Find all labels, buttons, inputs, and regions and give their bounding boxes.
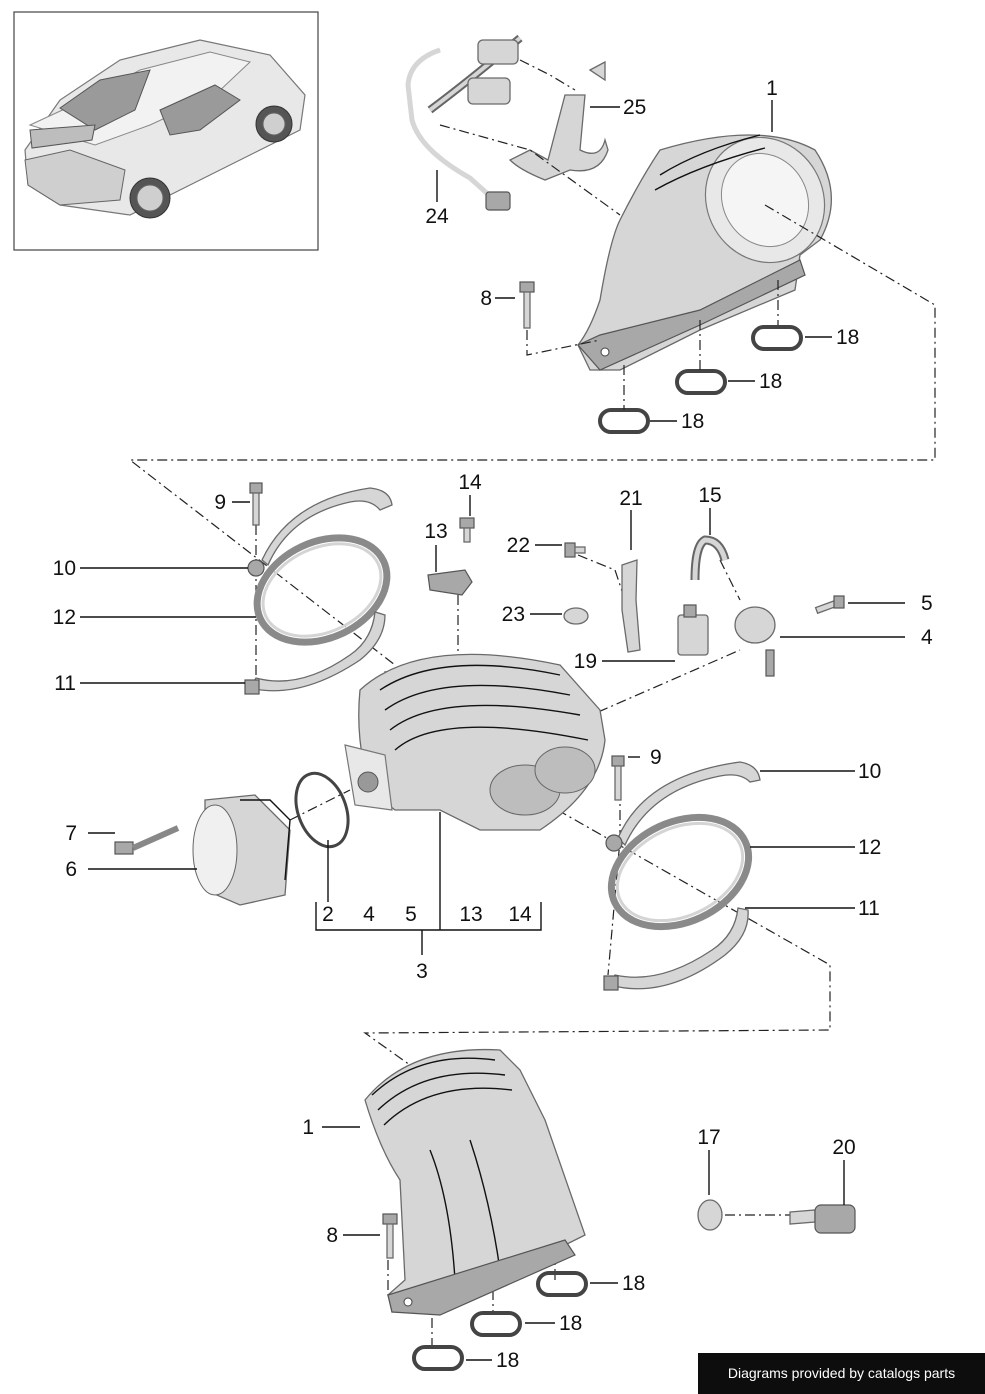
callout-1-bottom: 1 bbox=[302, 1116, 314, 1139]
callout-18-b: 18 bbox=[759, 370, 782, 393]
assembly-3-member-2: 2 bbox=[322, 903, 334, 926]
callout-19: 19 bbox=[574, 650, 597, 673]
callout-18-e: 18 bbox=[559, 1312, 582, 1335]
bolt-8-bottom bbox=[382, 1213, 398, 1259]
clamp-band-left bbox=[247, 487, 393, 577]
screw-5 bbox=[814, 595, 845, 615]
callout-3: 3 bbox=[416, 960, 428, 983]
bracket-21 bbox=[621, 559, 641, 653]
callout-25: 25 bbox=[623, 96, 646, 119]
upper-intake-manifold bbox=[577, 134, 833, 371]
callout-14-top: 14 bbox=[458, 471, 482, 494]
bolt-8-top bbox=[519, 281, 535, 329]
bracket bbox=[508, 60, 609, 181]
callout-22: 22 bbox=[507, 534, 530, 557]
callout-23: 23 bbox=[502, 603, 525, 626]
bolt-9-left bbox=[249, 482, 263, 526]
callout-18-a: 18 bbox=[836, 326, 859, 349]
callout-10-left: 10 bbox=[53, 557, 76, 580]
callout-18-c: 18 bbox=[681, 410, 704, 433]
breather-hose-assembly bbox=[405, 34, 523, 211]
assembly-3-member-4: 4 bbox=[363, 903, 375, 926]
plug-17 bbox=[697, 1199, 723, 1231]
callout-24: 24 bbox=[425, 205, 449, 228]
callout-4-right: 4 bbox=[921, 626, 933, 649]
screw-14 bbox=[459, 517, 475, 543]
hose-15 bbox=[690, 535, 730, 581]
assembly-3-member-14: 14 bbox=[508, 903, 532, 926]
assembly-lines bbox=[128, 59, 936, 1350]
clamp-11-left bbox=[244, 611, 386, 695]
intake-distributor-3 bbox=[344, 653, 606, 831]
bolt-9-right bbox=[611, 755, 625, 801]
callout-9-right: 9 bbox=[650, 746, 662, 769]
clip-23 bbox=[563, 607, 589, 625]
callout-18-d: 18 bbox=[622, 1272, 645, 1295]
lower-intake-manifold bbox=[364, 1048, 586, 1316]
callout-18-f: 18 bbox=[496, 1349, 519, 1372]
callout-6: 6 bbox=[65, 858, 77, 881]
assembly-3-member-13: 13 bbox=[459, 903, 482, 926]
screw-22 bbox=[564, 542, 586, 558]
valve-19 bbox=[677, 604, 709, 656]
callout-7: 7 bbox=[65, 822, 77, 845]
leader-lines bbox=[80, 100, 905, 1361]
callout-21: 21 bbox=[619, 487, 642, 510]
screw-7 bbox=[114, 825, 180, 855]
callout-20: 20 bbox=[832, 1136, 855, 1159]
callout-11-right: 11 bbox=[858, 897, 880, 920]
callout-11-left: 11 bbox=[54, 672, 76, 695]
clamp-band-right bbox=[605, 761, 761, 852]
callout-10-right: 10 bbox=[858, 760, 881, 783]
assembly-3-bracket bbox=[315, 812, 542, 955]
clamp-11-right bbox=[603, 907, 749, 991]
callout-15: 15 bbox=[698, 484, 721, 507]
callout-1-top: 1 bbox=[766, 77, 778, 100]
o-ring-2 bbox=[294, 771, 350, 849]
callout-12-right: 12 bbox=[858, 836, 881, 859]
callout-12-left: 12 bbox=[53, 606, 76, 629]
sensor-13 bbox=[427, 569, 473, 596]
callout-labels: 1 25 24 8 18 18 18 9 14 21 15 13 22 10 1… bbox=[53, 77, 933, 1372]
callout-8-top: 8 bbox=[480, 287, 492, 310]
callout-8-bottom: 8 bbox=[326, 1224, 338, 1247]
attribution-footer: Diagrams provided by catalogs parts bbox=[698, 1353, 985, 1394]
assembly-3-member-5: 5 bbox=[405, 903, 417, 926]
callout-5-right: 5 bbox=[921, 592, 933, 615]
ring-12-right bbox=[607, 813, 753, 931]
callout-13-top: 13 bbox=[424, 520, 447, 543]
callout-9-left: 9 bbox=[214, 491, 226, 514]
vehicle-thumbnail bbox=[13, 11, 319, 251]
vacuum-unit-4 bbox=[734, 606, 776, 677]
sensor-20 bbox=[789, 1204, 856, 1234]
gaskets-18-bottom bbox=[412, 1271, 588, 1371]
throttle-body-6 bbox=[192, 794, 291, 906]
callout-17: 17 bbox=[697, 1126, 720, 1149]
ring-12-left bbox=[253, 534, 391, 646]
